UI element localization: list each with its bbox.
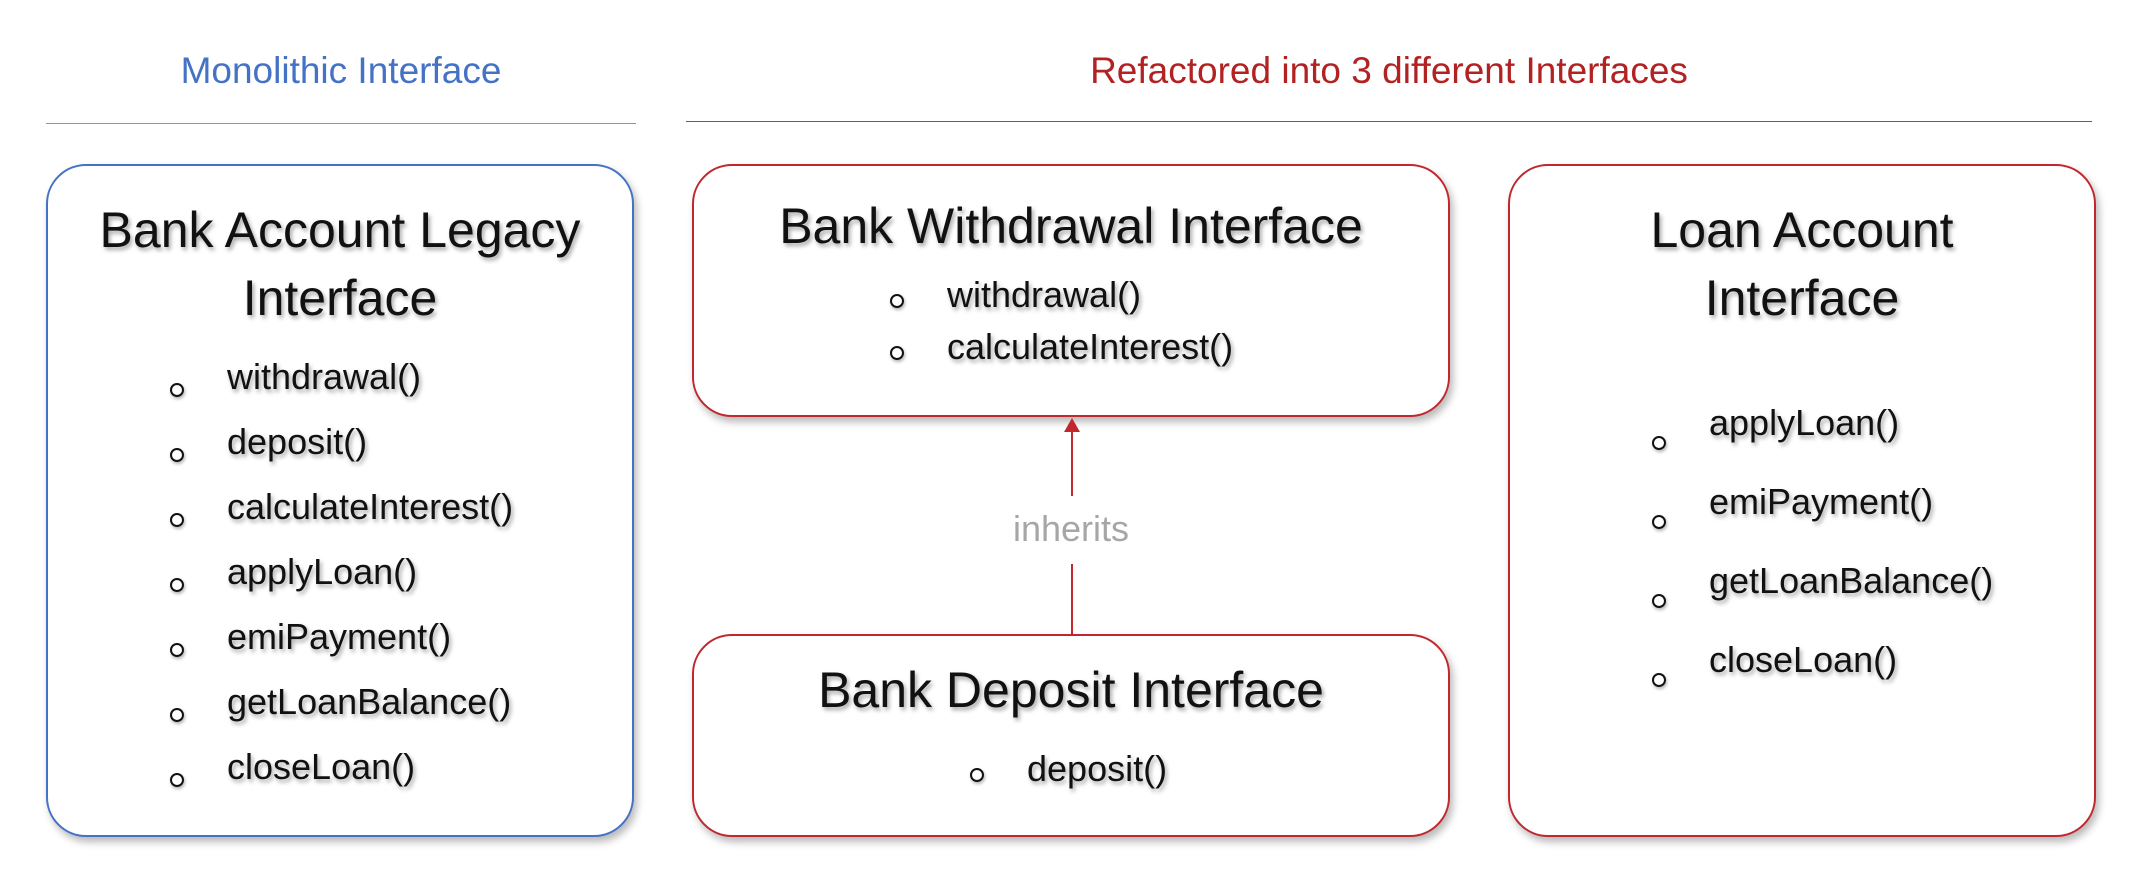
legacy-title-line2: Interface xyxy=(242,270,438,326)
method-item: getLoanBalance() xyxy=(1652,560,1993,639)
method-label: calculateInterest() xyxy=(947,326,1234,367)
inherits-label: inherits xyxy=(1012,508,1130,549)
method-label: emiPayment() xyxy=(227,616,452,657)
method-item: withdrawal() xyxy=(890,274,1233,326)
withdrawal-method-list: withdrawal() calculateInterest() xyxy=(890,274,1233,378)
bullet-icon xyxy=(1652,514,1666,529)
loan-title-line2: Interface xyxy=(1704,270,1900,326)
bullet-icon xyxy=(1652,593,1666,608)
method-label: getLoanBalance() xyxy=(1709,560,1994,601)
bullet-icon xyxy=(970,768,984,782)
legacy-interface-title: Bank Account Legacy Interface xyxy=(48,196,632,332)
method-item: withdrawal() xyxy=(170,356,513,421)
method-item: calculateInterest() xyxy=(890,326,1233,378)
refactored-divider xyxy=(686,121,2092,122)
inherit-line-lower xyxy=(1071,564,1073,634)
method-item: closeLoan() xyxy=(1652,639,1993,718)
method-label: applyLoan() xyxy=(1709,402,1900,443)
monolithic-divider xyxy=(46,123,636,124)
bullet-icon xyxy=(170,577,184,592)
method-item: emiPayment() xyxy=(170,616,513,681)
legacy-interface-box: Bank Account Legacy Interface withdrawal… xyxy=(46,164,634,837)
method-label: closeLoan() xyxy=(227,746,416,787)
method-item: applyLoan() xyxy=(1652,402,1993,481)
bullet-icon xyxy=(170,772,184,787)
method-item: calculateInterest() xyxy=(170,486,513,551)
inherit-arrowhead xyxy=(1064,418,1080,432)
bullet-icon xyxy=(890,346,904,360)
method-label: closeLoan() xyxy=(1709,639,1898,680)
loan-title-line1: Loan Account xyxy=(1650,202,1954,258)
bullet-icon xyxy=(170,447,184,462)
method-label: deposit() xyxy=(1027,748,1168,789)
legacy-title-line1: Bank Account Legacy xyxy=(99,202,581,258)
deposit-interface-title: Bank Deposit Interface xyxy=(818,662,1324,718)
bullet-icon xyxy=(890,294,904,308)
withdrawal-interface-title: Bank Withdrawal Interface xyxy=(779,198,1363,254)
deposit-interface-box: Bank Deposit Interface deposit() xyxy=(692,634,1450,837)
method-item: emiPayment() xyxy=(1652,481,1993,560)
method-label: getLoanBalance() xyxy=(227,681,512,722)
bullet-icon xyxy=(1652,672,1666,687)
legacy-method-list: withdrawal() deposit() calculateInterest… xyxy=(170,356,513,811)
inherit-line-upper xyxy=(1071,430,1073,496)
method-item: applyLoan() xyxy=(170,551,513,616)
loan-method-list: applyLoan() emiPayment() getLoanBalance(… xyxy=(1652,402,1993,718)
monolithic-heading: Monolithic Interface xyxy=(180,50,502,91)
method-label: withdrawal() xyxy=(947,274,1142,315)
method-item: deposit() xyxy=(170,421,513,486)
bullet-icon xyxy=(170,707,184,722)
deposit-method-list: deposit() xyxy=(970,748,1167,800)
loan-interface-box: Loan Account Interface applyLoan() emiPa… xyxy=(1508,164,2096,837)
method-item: closeLoan() xyxy=(170,746,513,811)
bullet-icon xyxy=(170,512,184,527)
refactored-heading: Refactored into 3 different Interfaces xyxy=(1090,50,1688,91)
method-label: calculateInterest() xyxy=(227,486,514,527)
withdrawal-interface-box: Bank Withdrawal Interface withdrawal() c… xyxy=(692,164,1450,417)
method-item: getLoanBalance() xyxy=(170,681,513,746)
bullet-icon xyxy=(170,642,184,657)
loan-interface-title: Loan Account Interface xyxy=(1510,196,2094,332)
bullet-icon xyxy=(1652,435,1666,450)
bullet-icon xyxy=(170,382,184,397)
method-label: withdrawal() xyxy=(227,356,422,397)
method-label: emiPayment() xyxy=(1709,481,1934,522)
method-item: deposit() xyxy=(970,748,1167,800)
method-label: deposit() xyxy=(227,421,368,462)
method-label: applyLoan() xyxy=(227,551,418,592)
